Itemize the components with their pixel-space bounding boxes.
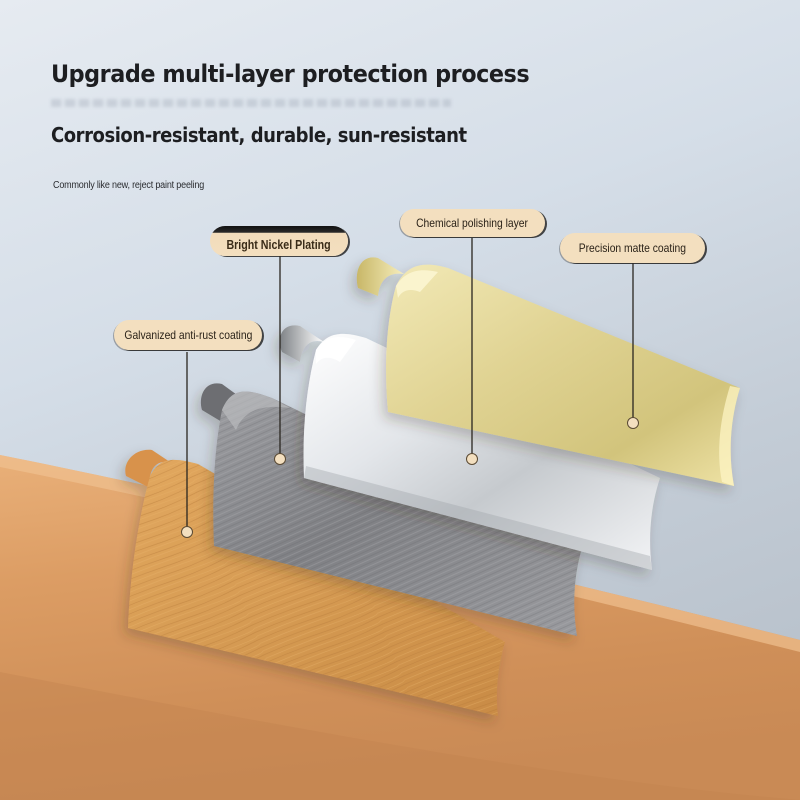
label-chemical: Chemical polishing layer <box>400 209 545 237</box>
label-galvanized-text: Galvanized anti-rust coating <box>124 328 252 342</box>
copper-pipe-bottom-edge <box>0 672 800 800</box>
page-subtitle: Corrosion-resistant, durable, sun-resist… <box>51 123 467 147</box>
label-galvanized: Galvanized anti-rust coating <box>114 320 262 350</box>
leader-nickel <box>274 256 286 465</box>
label-nickel: Bright Nickel Plating <box>210 226 348 256</box>
matte-layer <box>356 257 740 486</box>
leader-matte <box>627 263 639 429</box>
leader-galvanized <box>181 352 193 538</box>
label-chemical-text: Chemical polishing layer <box>416 216 529 230</box>
marker-dot-chemical <box>466 453 478 465</box>
marker-dot-nickel <box>274 453 286 465</box>
label-matte: Precision matte coating <box>560 233 705 263</box>
marker-dot-galvanized <box>181 526 193 538</box>
marker-dot-matte <box>627 417 639 429</box>
label-matte-text: Precision matte coating <box>578 241 687 255</box>
label-nickel-text: Bright Nickel Plating <box>226 237 332 252</box>
title-reflection <box>51 99 451 107</box>
page-title: Upgrade multi-layer protection process <box>51 60 530 88</box>
tagline: Commonly like new, reject paint peeling <box>53 180 205 191</box>
leader-chemical <box>466 238 478 465</box>
